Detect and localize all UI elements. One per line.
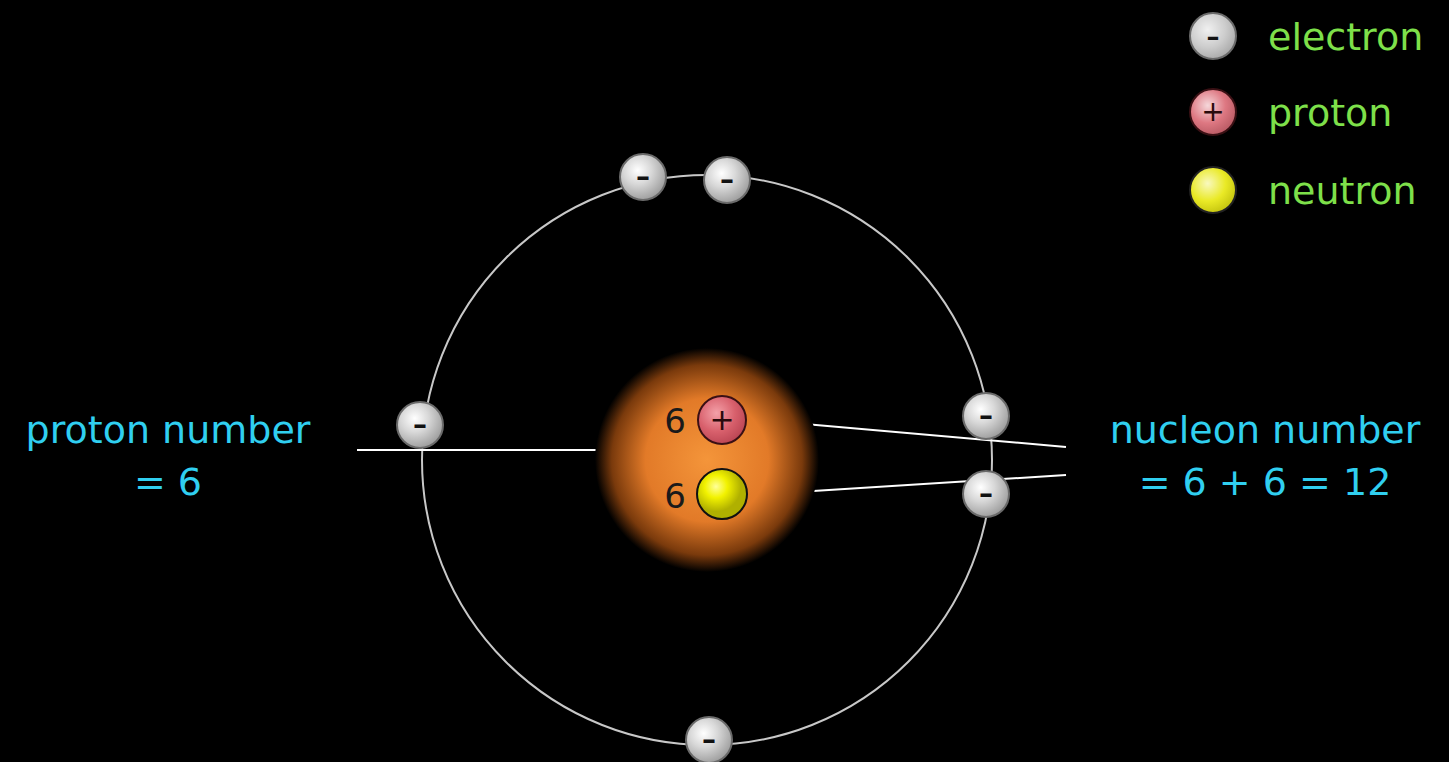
leader-line — [357, 449, 635, 451]
annotation: = 6 — [134, 463, 202, 501]
charge-sign: – — [636, 163, 650, 191]
legend-sign: + — [1201, 98, 1224, 126]
nucleus-glow: +6 6 — [595, 348, 819, 572]
annotation: nucleon number — [1110, 411, 1421, 449]
charge-sign: – — [720, 166, 734, 194]
legend-sign: – — [1207, 24, 1220, 50]
proton-neutron-count: 6 — [664, 404, 686, 438]
charge-sign: – — [979, 480, 993, 508]
electron-circle: – — [962, 470, 1010, 518]
annotation: = 6 + 6 = 12 — [1139, 463, 1392, 501]
legend-swatch — [1189, 166, 1237, 214]
nucleus-illustration — [595, 348, 819, 572]
proton-neutron-count: 6 — [664, 479, 686, 513]
nucleus-glow-shape — [595, 348, 819, 572]
legend-text: proton — [1268, 94, 1392, 132]
neutron-circle — [697, 469, 747, 519]
legend-text: neutron — [1268, 172, 1417, 210]
electron-circle: – — [619, 153, 667, 201]
annotation: proton number — [26, 411, 311, 449]
proton-circle: + — [697, 395, 747, 445]
electron-orbit — [422, 175, 992, 745]
charge-sign: + — [709, 405, 734, 435]
charge-sign: – — [413, 411, 427, 439]
electron-circle: – — [685, 716, 733, 762]
electron-circle: – — [396, 401, 444, 449]
electron-circle: – — [962, 392, 1010, 440]
electron-circle: – — [703, 156, 751, 204]
charge-sign: – — [979, 402, 993, 430]
legend-text: electron — [1268, 18, 1423, 56]
charge-sign: – — [702, 726, 716, 754]
